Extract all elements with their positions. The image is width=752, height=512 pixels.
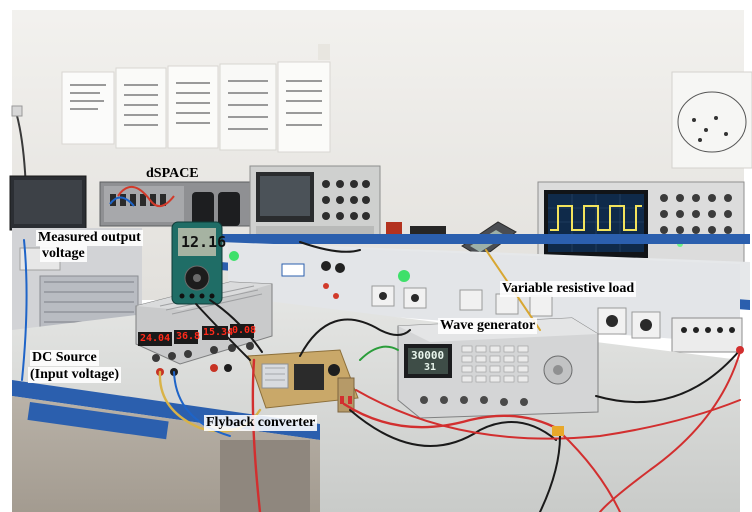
photo-border bbox=[0, 0, 752, 10]
oscilloscope-left bbox=[249, 165, 381, 243]
multimeter bbox=[171, 221, 223, 305]
psu-readout-mid: 36.8 bbox=[176, 331, 201, 342]
led-center bbox=[398, 270, 410, 282]
led-left bbox=[229, 251, 239, 261]
label-measured-output-voltage: voltage bbox=[40, 246, 87, 262]
wall-papers bbox=[61, 44, 331, 153]
left-monitor bbox=[9, 175, 87, 231]
dspace-rack bbox=[99, 181, 251, 227]
bench-panel bbox=[228, 244, 743, 353]
psu-readout-right: 15.34 bbox=[203, 327, 234, 338]
scope-trace bbox=[550, 205, 642, 231]
label-variable-load: Variable resistive load bbox=[500, 281, 637, 297]
psu-readout-far: 0.08 bbox=[232, 325, 257, 336]
label-wave-generator: Wave generator bbox=[438, 318, 538, 334]
label-dspace: dSPACE bbox=[146, 166, 199, 181]
wavegen-readout-bottom: 31 bbox=[424, 362, 437, 373]
psu-readout-left: 24.04 bbox=[140, 333, 171, 344]
dc-power-supply bbox=[135, 281, 273, 376]
label-measured-output: Measured output bbox=[36, 230, 143, 246]
flyback-board bbox=[247, 349, 359, 413]
multimeter-readout: 12.16 bbox=[181, 233, 227, 251]
label-flyback-converter: Flyback converter bbox=[204, 415, 318, 431]
label-input-voltage: (Input voltage) bbox=[28, 367, 122, 383]
wavegen-readout-top: 30000 bbox=[411, 349, 445, 362]
label-dc-source: DC Source bbox=[30, 350, 99, 366]
wall-diagram bbox=[671, 71, 752, 169]
